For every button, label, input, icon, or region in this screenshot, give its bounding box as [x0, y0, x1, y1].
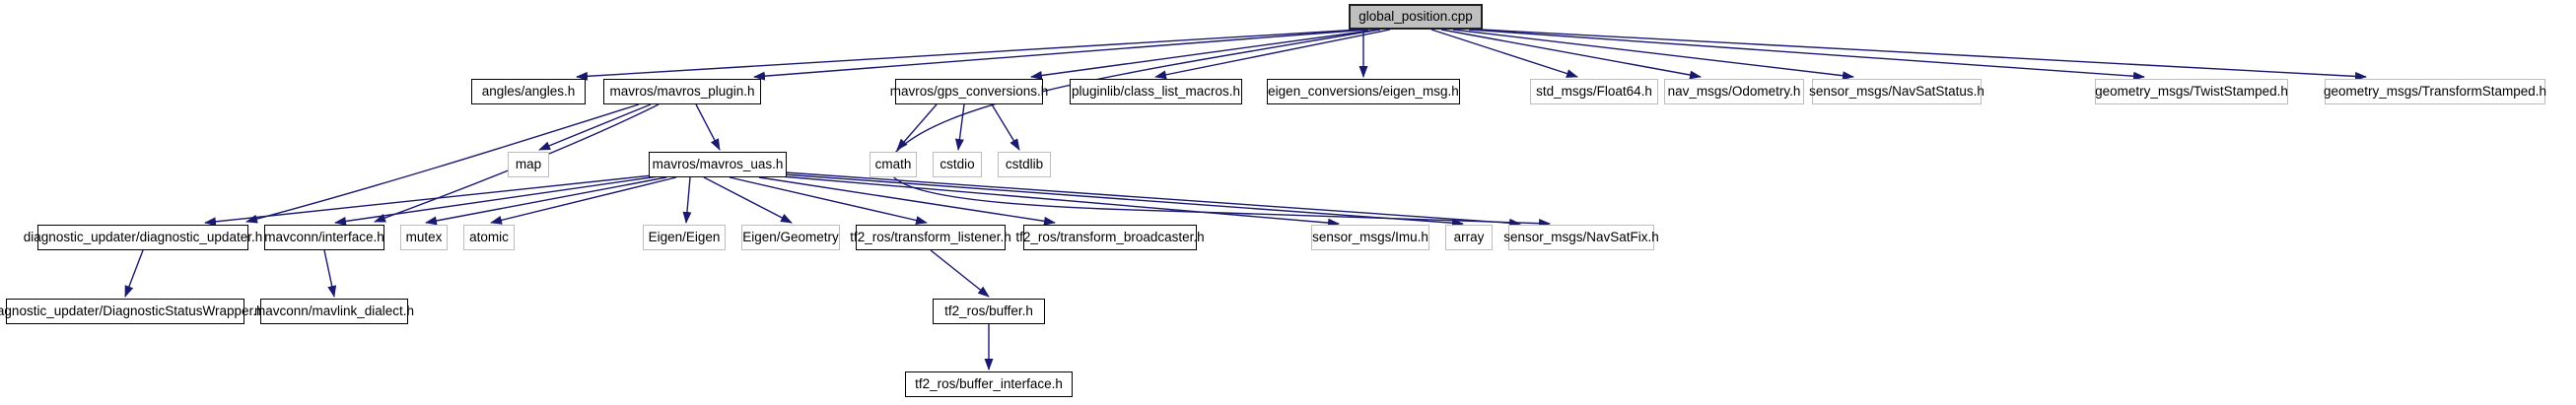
edge-global-position-cpp-to-mavros-plugin-h: [753, 29, 1369, 81]
graph-node-navsatfix-h: sensor_msgs/NavSatFix.h: [1503, 225, 1659, 250]
graph-node-tf2-buffer-interface-h[interactable]: tf2_ros/buffer_interface.h: [905, 371, 1073, 397]
graph-node-atomic: atomic: [463, 225, 515, 250]
edge-global-position-cpp-to-angles-h: [576, 29, 1361, 81]
edge-mavros-uas-h-to-atomic: [490, 176, 677, 225]
edge-transform-listener-h-to-tf2-buffer-h: [930, 249, 990, 298]
edge-mavros-uas-h-to-navsatfix-h: [784, 171, 1521, 228]
graph-node-global-position-cpp[interactable]: global_position.cpp: [1349, 4, 1483, 30]
graph-node-mavros-plugin-h[interactable]: mavros/mavros_plugin.h: [603, 79, 761, 104]
graph-node-array: array: [1445, 225, 1493, 250]
graph-node-eigen-eigen: Eigen/Eigen: [643, 225, 726, 250]
graph-node-mavconn-interface-h[interactable]: mavconn/interface.h: [264, 225, 384, 250]
graph-node-tf2-buffer-h[interactable]: tf2_ros/buffer.h: [933, 299, 1045, 324]
graph-node-navsatstatus-h: sensor_msgs/NavSatStatus.h: [1809, 79, 1984, 104]
edge-mavros-plugin-h-to-diagnostic-updater-h: [245, 103, 640, 224]
edge-gps-conversions-h-to-cstdio: [954, 103, 965, 151]
edge-global-position-cpp-to-twiststamped-h: [1468, 29, 2145, 81]
graph-node-angles-h[interactable]: angles/angles.h: [471, 79, 586, 104]
graph-node-diagnostic-updater-h[interactable]: diagnostic_updater/diagnostic_updater.h: [24, 225, 262, 250]
edge-mavros-uas-h-to-eigen-eigen: [682, 176, 692, 224]
edge-mavros-uas-h-to-mavconn-interface-h: [334, 175, 660, 226]
edge-global-position-cpp-to-float64-h: [1430, 29, 1578, 78]
graph-node-cstdlib: cstdlib: [998, 152, 1051, 177]
edge-mavros-uas-h-to-transform-broadcaster-h: [758, 176, 1056, 226]
edge-global-position-cpp-to-transformstamped-h: [1480, 29, 2367, 81]
graph-node-odometry-h: nav_msgs/Odometry.h: [1664, 79, 1804, 104]
graph-node-transform-listener-h[interactable]: tf2_ros/transform_listener.h: [850, 225, 1011, 250]
graph-node-gps-conversions-h[interactable]: mavros/gps_conversions.h: [890, 79, 1048, 104]
edge-gps-conversions-h-to-cstdlib: [991, 103, 1020, 151]
graph-node-imu-h: sensor_msgs/Imu.h: [1311, 225, 1429, 250]
edge-mavros-uas-h-to-eigen-geometry: [703, 176, 793, 224]
edge-mavros-uas-h-to-imu-h: [780, 175, 1340, 228]
edge-global-position-cpp-to-gps-conversions-h: [1030, 29, 1379, 80]
edge-mavros-uas-h-to-array: [782, 173, 1464, 228]
edge-mavconn-interface-h-to-mavlink-dialect-h: [323, 249, 337, 298]
edge-global-position-cpp-to-navsatstatus-h: [1452, 29, 1854, 81]
graph-node-transformstamped-h: geometry_msgs/TransformStamped.h: [2324, 79, 2546, 104]
edge-global-position-cpp-to-odometry-h: [1440, 29, 1702, 80]
edge-global-position-cpp-to-class-list-macros-h: [1154, 29, 1391, 80]
graph-node-twiststamped-h: geometry_msgs/TwistStamped.h: [2095, 79, 2288, 104]
graph-node-diag-status-wrapper-h[interactable]: diagnostic_updater/DiagnosticStatusWrapp…: [0, 299, 264, 324]
graph-node-eigen-msg-h[interactable]: eigen_conversions/eigen_msg.h: [1267, 79, 1460, 104]
edge-mavros-uas-h-to-diagnostic-updater-h: [204, 174, 654, 227]
graph-node-eigen-geometry: Eigen/Geometry: [741, 225, 840, 250]
graph-node-map: map: [508, 152, 549, 177]
edge-mavros-uas-h-to-transform-listener-h: [729, 176, 928, 225]
edge-mavros-plugin-h-to-mavros-uas-h: [695, 103, 721, 151]
graph-node-mavlink-dialect-h[interactable]: mavconn/mavlink_dialect.h: [254, 299, 414, 324]
edge-mavros-plugin-h-to-map: [538, 103, 652, 151]
graph-node-float64-h: std_msgs/Float64.h: [1530, 79, 1658, 104]
graph-node-transform-broadcaster-h[interactable]: tf2_ros/transform_broadcaster.h: [1015, 225, 1205, 250]
edge-mavros-uas-h-to-mutex: [425, 176, 667, 226]
edge-diagnostic-updater-h-to-diag-status-wrapper-h: [124, 249, 144, 298]
graph-node-cstdio: cstdio: [933, 152, 982, 177]
graph-node-cmath: cmath: [870, 152, 917, 177]
graph-node-mavros-uas-h[interactable]: mavros/mavros_uas.h: [649, 152, 787, 177]
graph-node-mutex: mutex: [400, 225, 448, 250]
edge-gps-conversions-h-to-cmath: [896, 103, 938, 151]
graph-node-class-list-macros-h[interactable]: pluginlib/class_list_macros.h: [1070, 79, 1242, 104]
